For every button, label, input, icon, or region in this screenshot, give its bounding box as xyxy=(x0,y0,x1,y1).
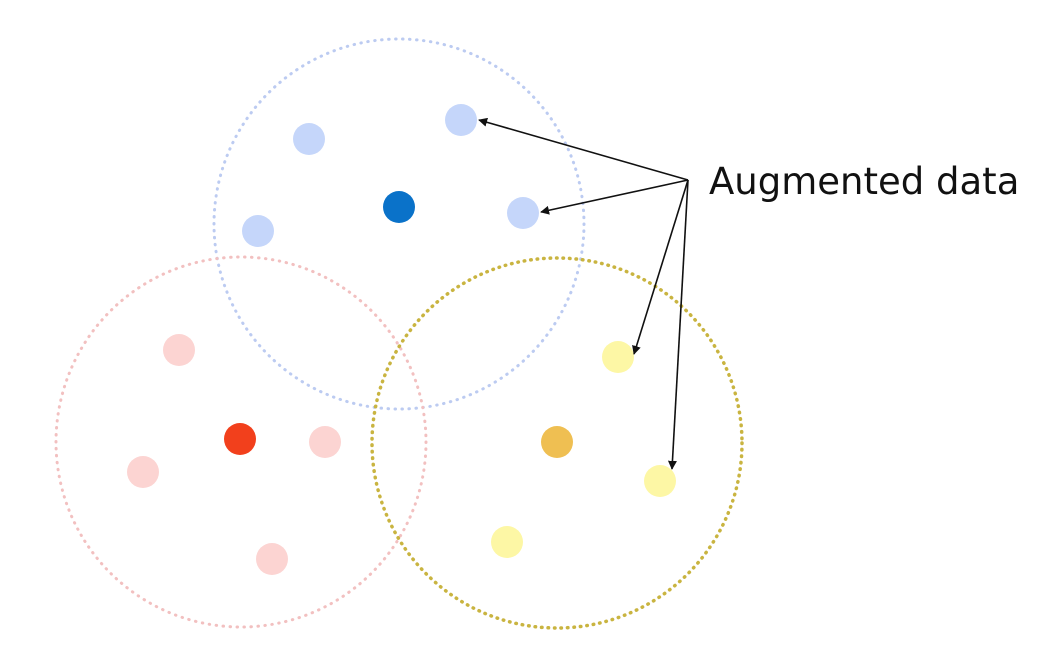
red-augmented-point xyxy=(309,426,341,458)
arrow-to-blue-augmented-right xyxy=(540,179,689,215)
arrow-to-yellow-augmented-top xyxy=(632,179,689,355)
annotation-arrows xyxy=(478,117,689,470)
red-augmented-point xyxy=(163,334,195,366)
blue-cluster xyxy=(212,37,586,411)
yellow-cluster xyxy=(370,256,744,630)
blue-augmented-point xyxy=(293,123,325,155)
red-original-point xyxy=(224,423,256,455)
arrow-to-blue-augmented-top xyxy=(478,117,689,181)
yellow-original-point xyxy=(541,426,573,458)
arrow-to-yellow-augmented-right xyxy=(667,179,689,470)
red-cluster xyxy=(54,255,428,629)
augmented-data-label: Augmented data xyxy=(709,160,1019,203)
blue-augmented-point xyxy=(242,215,274,247)
red-cluster-ring xyxy=(54,255,428,629)
blue-augmented-point xyxy=(445,104,477,136)
yellow-augmented-point xyxy=(602,341,634,373)
blue-augmented-point xyxy=(507,197,539,229)
red-augmented-point xyxy=(256,543,288,575)
blue-cluster-ring xyxy=(212,37,586,411)
yellow-augmented-point xyxy=(644,465,676,497)
red-augmented-point xyxy=(127,456,159,488)
yellow-cluster-ring xyxy=(370,256,744,630)
blue-original-point xyxy=(383,191,415,223)
yellow-augmented-point xyxy=(491,526,523,558)
